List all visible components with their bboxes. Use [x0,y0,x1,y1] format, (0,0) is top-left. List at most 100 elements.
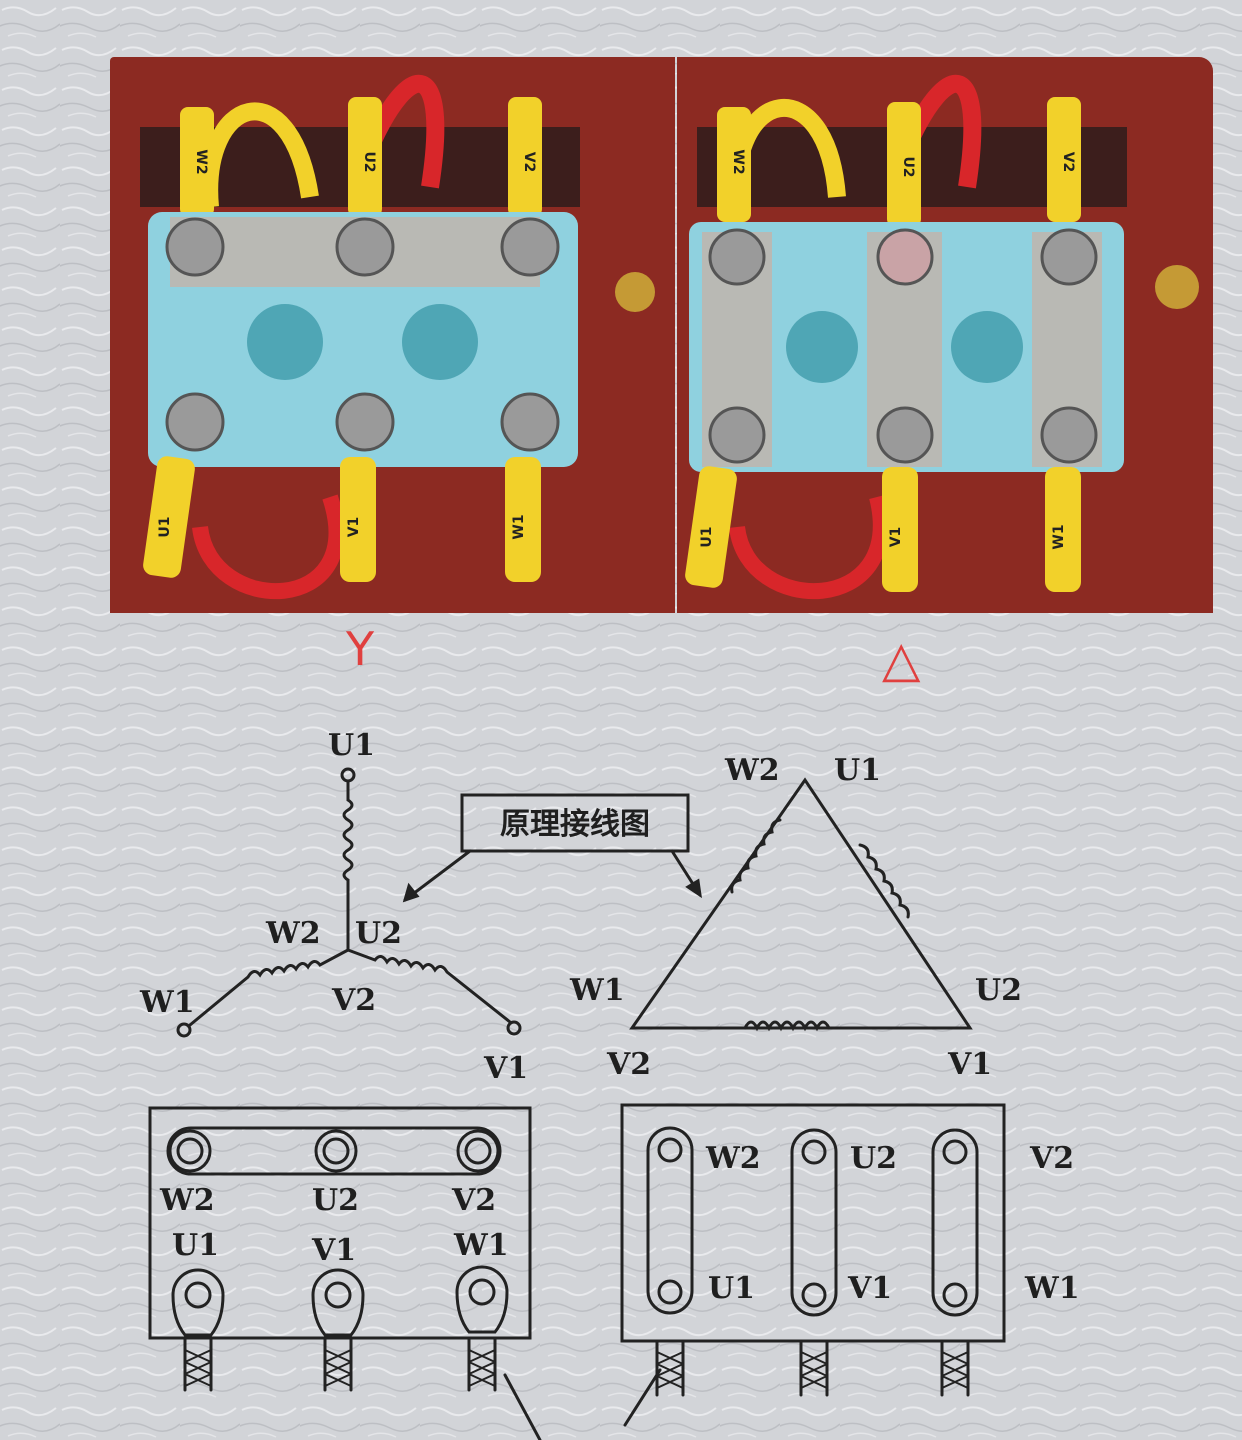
terminal-stud [324,1281,352,1309]
terminal-stud [184,1281,212,1309]
cable-braid [656,1351,684,1389]
terminal-nut [335,217,395,277]
terminal-nut [165,392,225,452]
cable-braid [941,1351,969,1389]
delta-link-bar [931,1128,979,1317]
star-winding-diagram [176,767,522,1038]
terminal-stud [322,1137,350,1165]
pointer-line [503,1373,542,1440]
star-label-u1: U1 [328,728,375,763]
mount-screw [786,311,858,383]
terminal-nut [708,406,766,464]
winding-v [346,948,512,1024]
cable-lug [311,1268,365,1337]
terminal-point-u1 [340,767,356,783]
delta-terminal-block [620,1103,1006,1343]
delta-label-w2: W2 [724,753,780,788]
cable-leads [655,1339,970,1397]
photo-y-top-label: W2 [193,149,209,174]
sleeve-u2 [348,97,382,217]
sleeve-w2 [717,107,751,222]
winding-coil [730,818,782,894]
terminal-nut [876,228,934,286]
delta-triangle [629,777,973,1030]
delta-block-top-label: W2 [705,1141,761,1176]
photo-d-top-label: U2 [900,156,916,177]
sleeve-v1 [340,457,376,582]
delta-label-v2: V2 [606,1047,651,1082]
cable-lug [455,1265,509,1334]
terminal-stud [942,1139,968,1165]
sleeve-u1 [143,456,195,578]
ground-screw [1155,265,1199,309]
terminal-stud [942,1282,968,1308]
delta-link-bar [646,1126,694,1315]
photo-y-top-label: V2 [521,152,537,173]
star-connection-label: Y [346,622,375,676]
star-label-v2: V2 [331,983,376,1018]
terminal-nut [1040,406,1098,464]
terminal-nut [500,217,560,277]
wire-red [729,495,889,600]
delta-block-right-label: V2 [1029,1141,1074,1176]
terminal-nut [165,217,225,277]
star-label-w2: W2 [265,916,321,951]
photo-d-bottom-label: V1 [888,527,904,548]
winding-w [188,948,350,1027]
photo-d-top-label: V2 [1060,152,1076,173]
photo-y-bottom-label: V1 [346,517,362,538]
cable-braid [468,1349,496,1387]
photo-d-top-label: W2 [730,149,746,174]
arrow-head [402,882,420,903]
sleeve-u1 [685,466,737,588]
sleeve-w1 [1045,467,1081,592]
terminal-box-photo-delta: W2 U2 V2 U1 V1 W1 [677,57,1213,613]
cable-braid [184,1349,212,1387]
delta-label-u1: U1 [834,753,881,788]
star-link-bar [166,1126,502,1176]
wire-red [361,74,445,189]
terminal-stud [801,1282,827,1308]
sleeve-u2 [887,102,921,227]
terminal-ring [168,1129,212,1173]
wire-red [192,494,345,600]
star-block-top-label: U2 [312,1183,359,1218]
terminal-nut [876,406,934,464]
terminal-nut [500,392,560,452]
terminal-point-v1 [506,1020,522,1036]
star-label-w1: W1 [139,985,195,1020]
cable-braid [324,1349,352,1387]
cable-lug [171,1268,225,1337]
delta-block-mid-label: U1 [708,1271,755,1306]
terminal-stud [468,1278,496,1306]
terminal-nut [335,392,395,452]
terminal-point-w1 [176,1022,192,1038]
delta-label-w1: W1 [569,973,625,1008]
callout-text: 原理接线图 [500,807,650,842]
delta-block-top-label: U2 [850,1141,897,1176]
delta-label-u2: U2 [975,973,1022,1008]
star-block-bottom-label: U1 [172,1228,219,1263]
winding-coil [858,843,910,919]
photo-y-bottom-label: W1 [511,514,527,539]
mount-screw [951,311,1023,383]
cable-leads [183,1336,497,1392]
callout-arrow-left [403,849,472,902]
delta-winding-diagram [629,777,973,1032]
ground-screw [615,272,655,312]
winding-coil [743,1020,831,1032]
terminal-stud [801,1139,827,1165]
delta-block-mid-label: V1 [847,1271,892,1306]
winding-u [342,779,354,952]
sleeve-v1 [882,467,918,592]
mount-screw [402,304,478,380]
star-block-top-label: V2 [451,1183,496,1218]
star-block-bottom-label: V1 [311,1233,356,1268]
photo-d-bottom-label: W1 [1051,524,1067,549]
delta-connection-label: △ [882,630,921,688]
star-terminal-block [148,1106,532,1340]
star-label-u2: U2 [355,916,402,951]
terminal-ring [456,1129,500,1173]
terminal-stud [464,1137,492,1165]
